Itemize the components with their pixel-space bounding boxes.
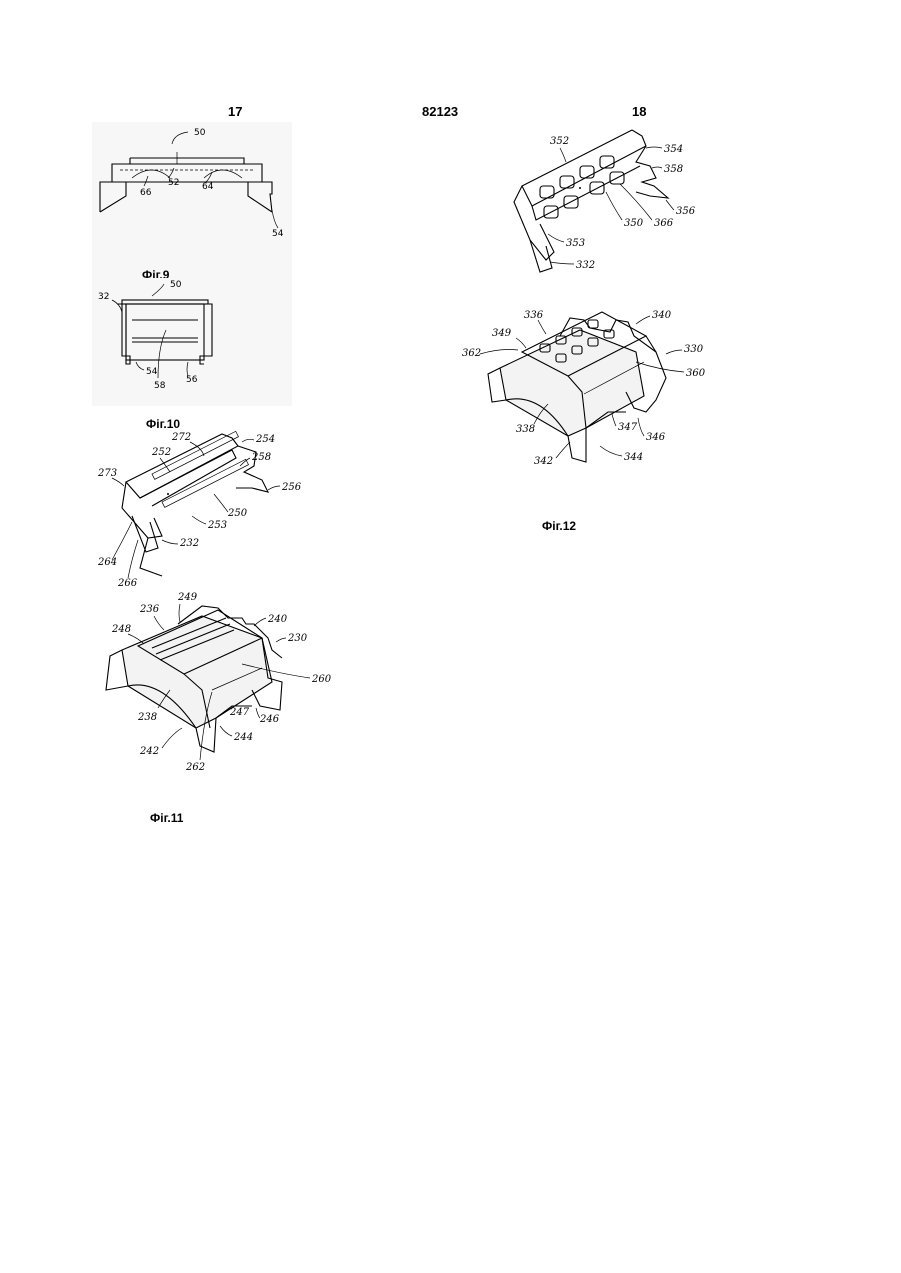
figure-9: 50 52 64 66 54 [92, 122, 292, 282]
fig9-label-64: 64 [202, 182, 214, 192]
page-number-left: 17 [228, 104, 242, 119]
fig12-label-336: 336 [524, 310, 544, 321]
figure-10-drawing: 50 32 54 56 58 [92, 278, 292, 406]
figure-10: 50 32 54 56 58 [92, 278, 292, 406]
fig11-label-246: 246 [259, 714, 280, 725]
fig12-label-330: 330 [684, 344, 704, 355]
fig11-label-273: 273 [97, 468, 117, 479]
fig12-label-340: 340 [652, 310, 672, 321]
fig9-label-54: 54 [272, 229, 284, 239]
fig11-label-250: 250 [227, 508, 248, 519]
fig11-label-238: 238 [137, 712, 157, 723]
fig9-label-50: 50 [194, 128, 206, 138]
fig11-label-247: 247 [229, 707, 250, 718]
fig11-label-240: 240 [267, 614, 288, 625]
fig11-label-266: 266 [117, 578, 138, 589]
fig11-label-256: 256 [281, 482, 302, 493]
fig12-label-347: 347 [618, 422, 638, 433]
fig12-label-346: 346 [646, 432, 666, 443]
fig11-label-249: 249 [177, 592, 198, 603]
figure-11-drawing: 272 254 252 258 273 256 250 253 264 232 … [92, 428, 352, 780]
fig11-label-254: 254 [255, 434, 275, 445]
fig10-label-58: 58 [154, 381, 166, 391]
figure-12-caption: Фіг.12 [542, 519, 576, 533]
fig11-label-260: 260 [311, 674, 332, 685]
fig12-label-353: 353 [566, 238, 585, 249]
fig10-label-50: 50 [170, 280, 182, 290]
figure-12-drawing: 352 354 358 356 366 350 353 332 [460, 122, 720, 482]
fig11-label-248: 248 [111, 624, 131, 635]
fig11-label-242: 242 [139, 746, 159, 757]
fig12-label-344: 344 [624, 452, 643, 463]
fig10-label-56: 56 [186, 375, 198, 385]
fig12-label-352: 352 [550, 136, 569, 147]
fig12-label-362: 362 [462, 348, 481, 359]
fig12-label-342: 342 [534, 456, 553, 467]
fig9-label-66: 66 [140, 188, 152, 198]
figure-12: 352 354 358 356 366 350 353 332 [460, 122, 720, 482]
fig10-label-54: 54 [146, 367, 158, 377]
fig11-label-262: 262 [185, 762, 205, 773]
fig9-label-52: 52 [168, 178, 179, 188]
fig11-label-236: 236 [139, 604, 160, 615]
fig11-label-230: 230 [287, 633, 308, 644]
fig11-label-264: 264 [97, 557, 117, 568]
fig12-label-358: 358 [664, 164, 683, 175]
fig11-label-272: 272 [171, 432, 191, 443]
fig12-label-338: 338 [516, 424, 535, 435]
page-number-right: 18 [632, 104, 646, 119]
fig12-label-332: 332 [576, 260, 595, 271]
fig12-label-360: 360 [686, 368, 706, 379]
figure-11-caption: Фіг.11 [150, 811, 183, 825]
fig12-label-350: 350 [624, 218, 644, 229]
fig11-label-252: 252 [151, 447, 171, 458]
fig10-label-32: 32 [98, 292, 109, 302]
fig12-label-349: 349 [492, 328, 512, 339]
patent-number: 82123 [422, 104, 458, 119]
fig12-label-366: 366 [654, 218, 674, 229]
figure-9-drawing: 50 52 64 66 54 [92, 122, 292, 282]
fig12-label-356: 356 [676, 206, 696, 217]
figure-11: 272 254 252 258 273 256 250 253 264 232 … [92, 428, 352, 780]
fig11-label-253: 253 [207, 520, 227, 531]
fig11-label-232: 232 [179, 538, 199, 549]
fig11-label-258: 258 [251, 452, 271, 463]
fig12-label-354: 354 [664, 144, 683, 155]
fig11-label-244: 244 [233, 732, 253, 743]
